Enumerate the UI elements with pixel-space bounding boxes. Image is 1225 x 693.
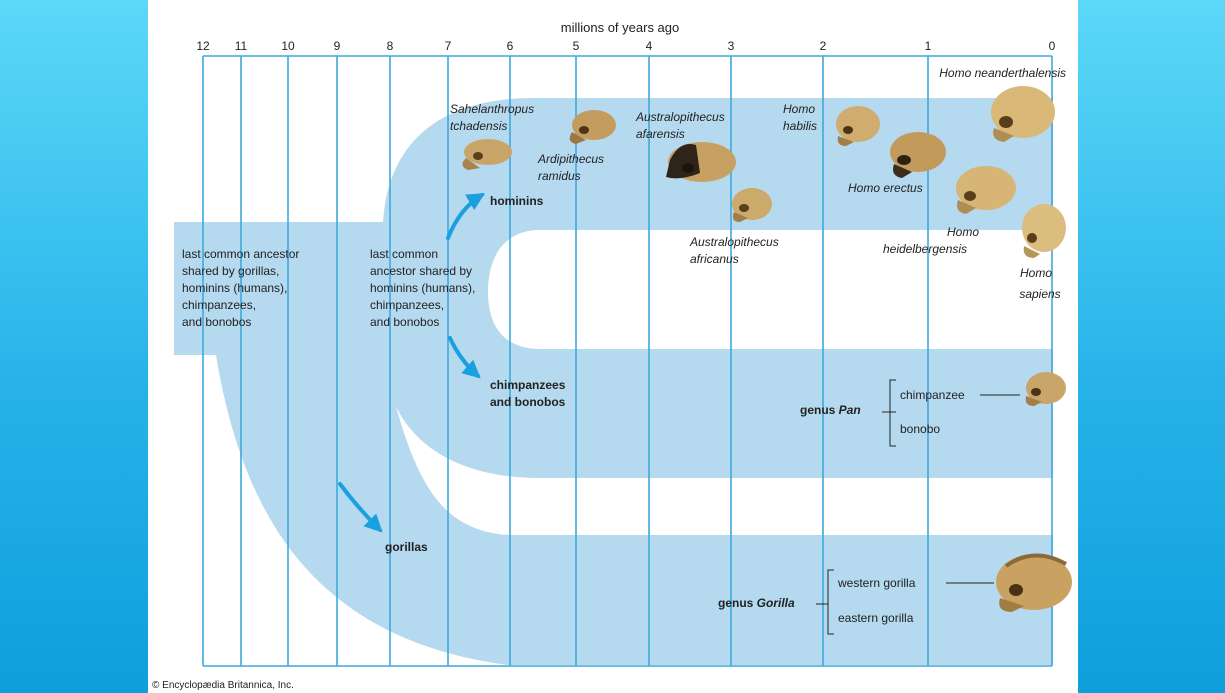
gorilla-member-label: eastern gorilla [838, 611, 914, 625]
erectus-label: Homo erectus [848, 181, 923, 195]
tick-label: 8 [387, 39, 394, 53]
heidelbergensis-label: heidelbergensis [883, 242, 967, 256]
ancestor-line: and bonobos [182, 315, 251, 329]
sahelanthropus-label: Sahelanthropus [450, 102, 534, 116]
pan-member-label: bonobo [900, 422, 940, 436]
ardipithecus-label: Ardipithecus [537, 152, 604, 166]
tick-label: 7 [445, 39, 452, 53]
africanus-label: Australopithecus [689, 235, 779, 249]
genus-prefix: genus [800, 403, 839, 417]
skull-chimpanzee-icon [1026, 372, 1066, 406]
gorilla-member-label: western gorilla [837, 576, 916, 590]
genus-name: Pan [839, 403, 861, 417]
ancestor-line: last common ancestor [182, 247, 299, 261]
skull-sapiens-icon [1022, 204, 1066, 258]
ancestor-line: last common [370, 247, 438, 261]
ardipithecus-label: ramidus [538, 169, 581, 183]
heidelbergensis-label: Homo [947, 225, 979, 239]
habilis-label: Homo [783, 102, 815, 116]
tick-label: 9 [334, 39, 341, 53]
sapiens-label: Homo [1020, 266, 1052, 280]
hominins-label: hominins [490, 194, 544, 208]
sapiens-label: sapiens [1019, 287, 1060, 301]
gorillas-label: gorillas [385, 540, 428, 554]
axis-ticks: 12 11 10 9 8 7 6 5 4 3 2 1 0 [196, 39, 1055, 53]
tick-label: 1 [925, 39, 932, 53]
tick-label: 2 [820, 39, 827, 53]
afarensis-label: afarensis [636, 127, 685, 141]
genus-name: Gorilla [757, 596, 795, 610]
tick-label: 5 [573, 39, 580, 53]
ancestor-line: chimpanzees, [370, 298, 444, 312]
evolution-diagram: millions of years ago 12 11 10 9 8 7 6 5… [148, 0, 1078, 693]
tick-label: 4 [646, 39, 653, 53]
diagram-panel: millions of years ago 12 11 10 9 8 7 6 5… [148, 0, 1078, 693]
genus-gorilla-label: genus Gorilla [718, 596, 795, 610]
tick-label: 10 [281, 39, 295, 53]
afarensis-label: Australopithecus [635, 110, 725, 124]
africanus-label: africanus [690, 252, 739, 266]
genus-prefix: genus [718, 596, 757, 610]
ancestor-line: chimpanzees, [182, 298, 256, 312]
tick-label: 6 [507, 39, 514, 53]
skull-gorilla-icon [996, 554, 1072, 612]
tick-label: 0 [1049, 39, 1056, 53]
ancestor-line: shared by gorillas, [182, 264, 279, 278]
tick-label: 11 [235, 39, 248, 53]
chimps-line: chimpanzees [490, 378, 566, 392]
chimps-line: and bonobos [490, 395, 566, 409]
axis-title: millions of years ago [561, 20, 680, 35]
tick-label: 12 [196, 39, 210, 53]
ancestor-line: and bonobos [370, 315, 439, 329]
copyright-credit: © Encyclopædia Britannica, Inc. [152, 680, 294, 691]
tick-label: 3 [728, 39, 735, 53]
ancestor-line: hominins (humans), [370, 281, 475, 295]
pan-member-label: chimpanzee [900, 388, 965, 402]
ancestor-line: ancestor shared by [370, 264, 472, 278]
sahelanthropus-label: tchadensis [450, 119, 507, 133]
ancestor-line: hominins (humans), [182, 281, 287, 295]
genus-pan-label: genus Pan [800, 403, 861, 417]
habilis-label: habilis [783, 119, 817, 133]
neanderthalensis-label: Homo neanderthalensis [939, 66, 1066, 80]
